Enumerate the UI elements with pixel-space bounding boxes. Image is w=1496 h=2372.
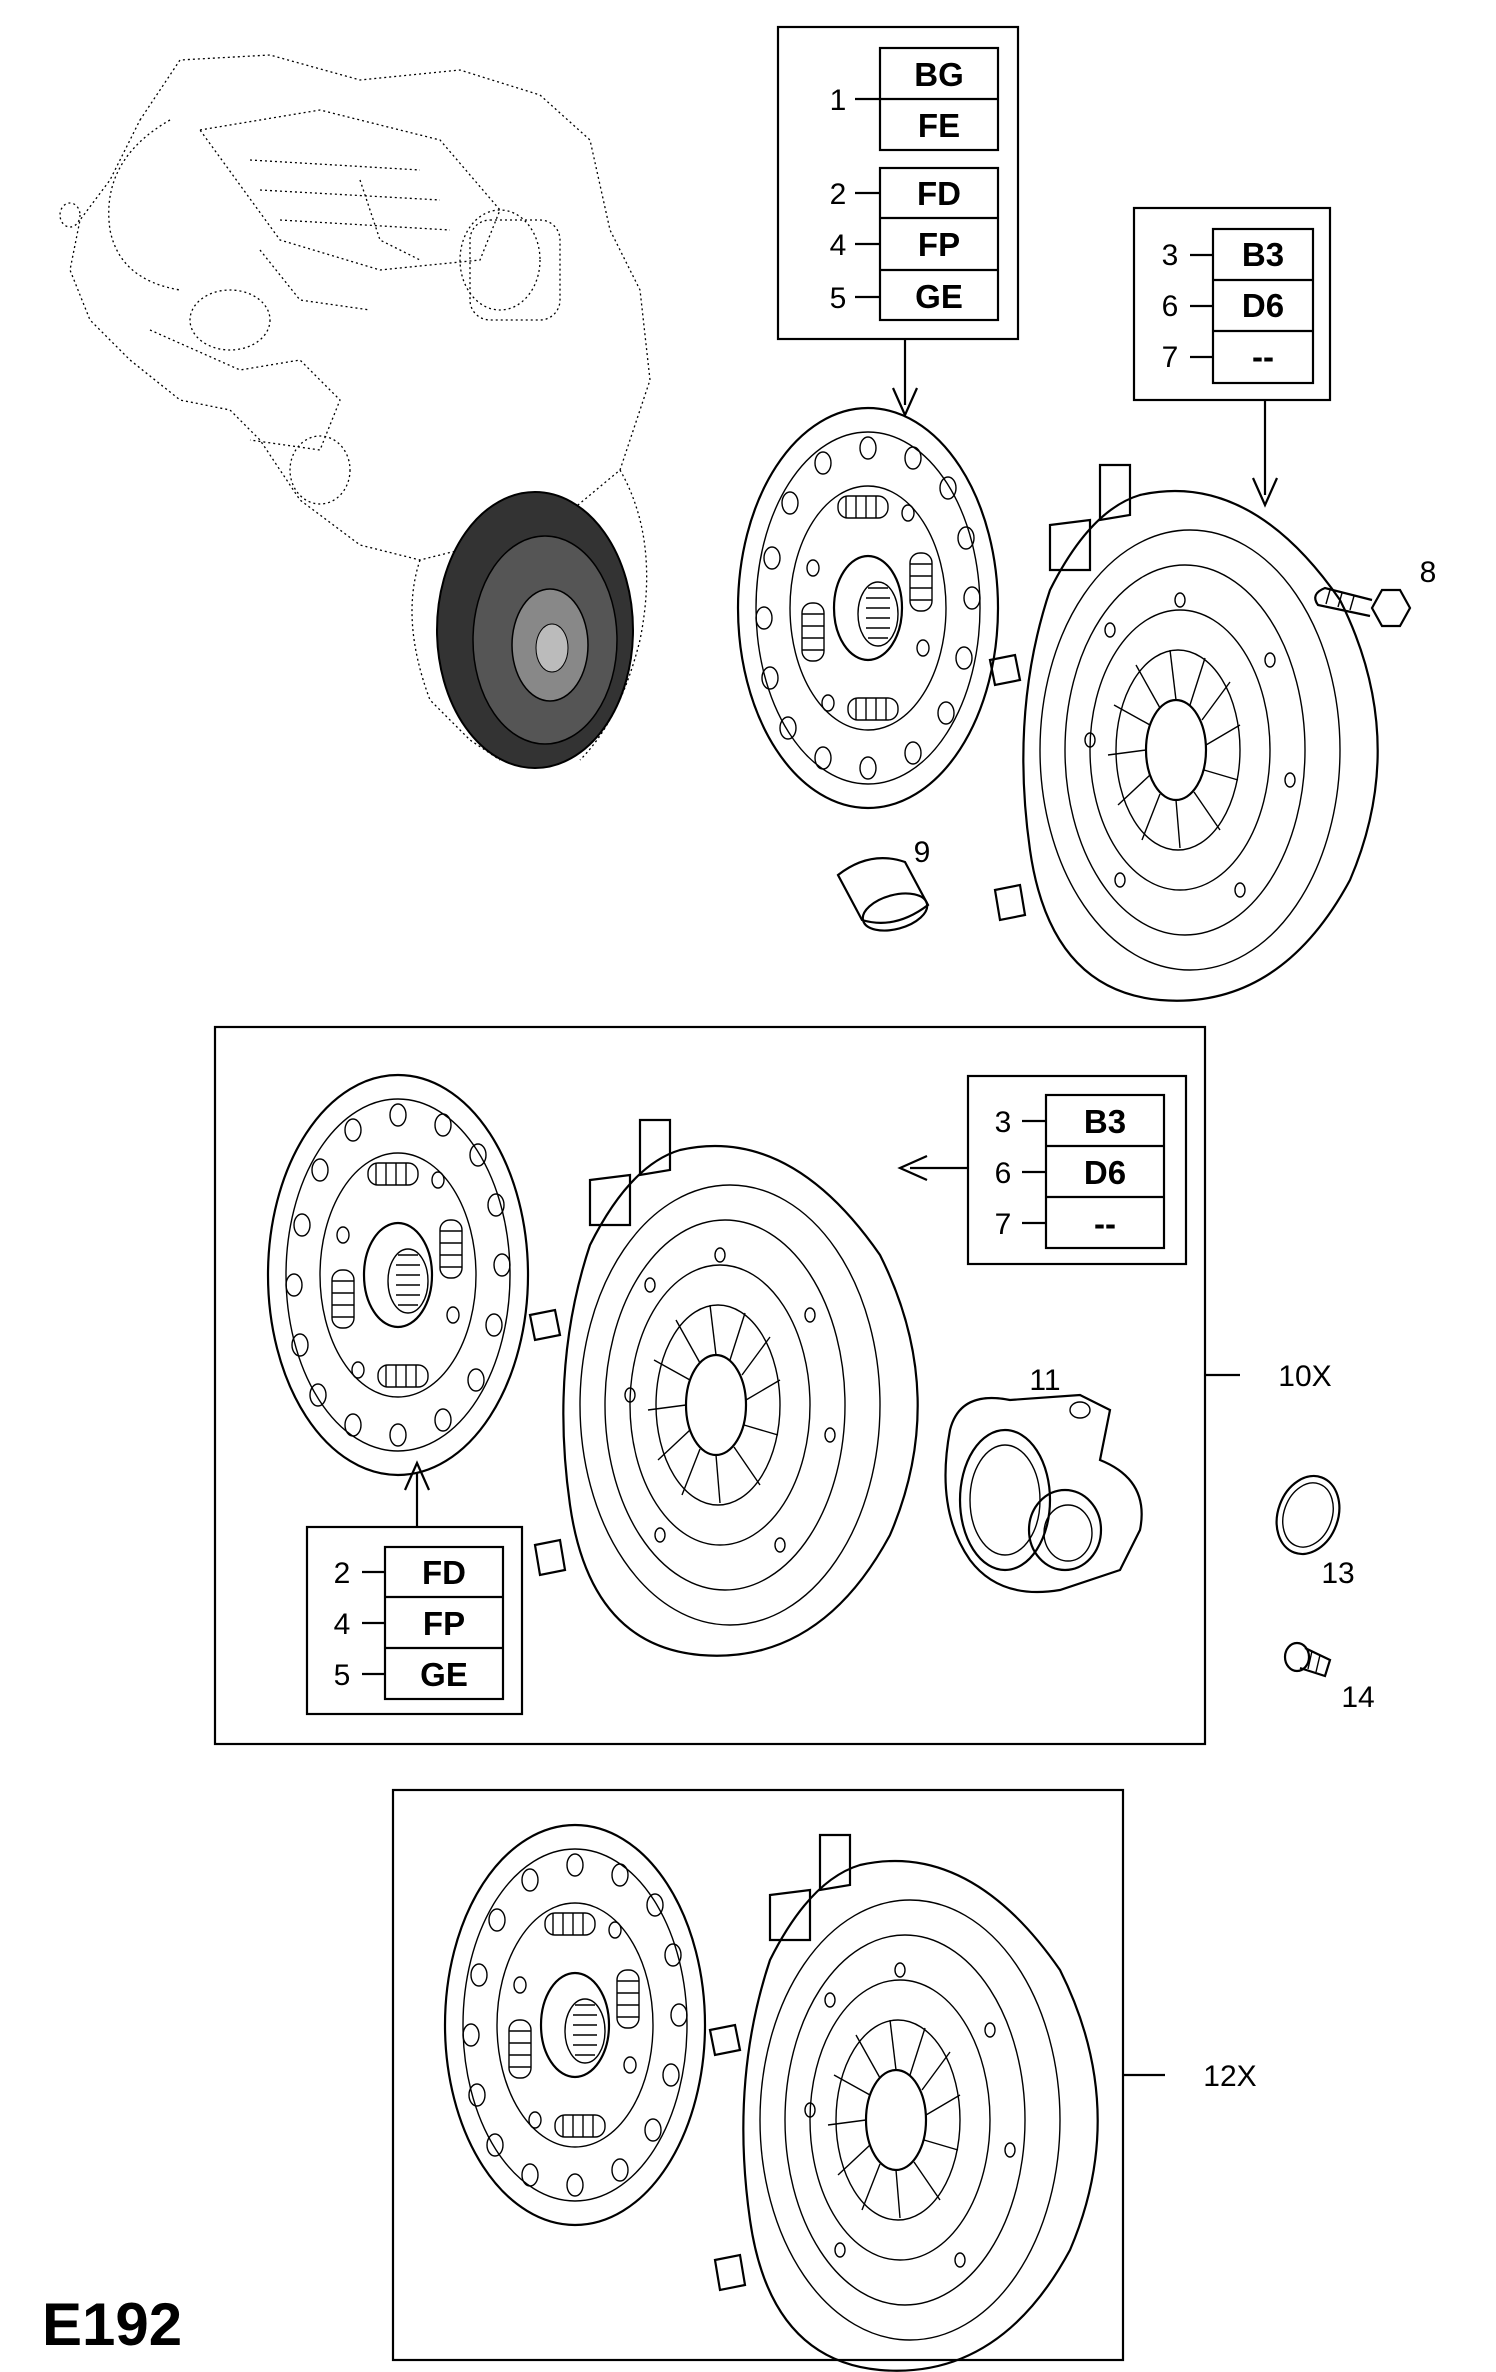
box-a-num-1: 1: [830, 84, 847, 117]
clutch-disc-bottom: [443, 1823, 707, 2227]
box-a-num-4: 4: [830, 229, 847, 262]
box-d-num-5: 5: [334, 1659, 351, 1692]
kit-10x-frame: 10X: [213, 1025, 1332, 1746]
box-b-code-2: D6: [1242, 287, 1284, 324]
box-b-code-1: B3: [1242, 236, 1284, 273]
box-b-code-3: --: [1252, 338, 1274, 375]
box-c-code-1: B3: [1084, 1103, 1126, 1140]
box-a-code-1: BG: [914, 56, 964, 93]
box-a-num-5: 5: [830, 282, 847, 315]
box-a-num-2: 2: [830, 178, 847, 211]
pressure-plate-mid: [528, 1118, 919, 1657]
label-11: 11: [1029, 1364, 1060, 1397]
bolt-8: 8: [1314, 556, 1437, 628]
code-box-c: 3 B3 6 D6 7 --: [897, 1074, 1188, 1266]
o-ring-13: 13: [1275, 1474, 1355, 1590]
engine-illustration: [59, 54, 651, 769]
diagram-code: E192: [42, 2291, 182, 2358]
box-b-num-3: 3: [1162, 239, 1179, 272]
label-13: 13: [1321, 1557, 1354, 1590]
box-a-code-2: FE: [918, 107, 960, 144]
label-14: 14: [1341, 1681, 1374, 1714]
code-box-b: 3 B3 6 D6 7 --: [1132, 206, 1332, 508]
clutch-disc-mid: [266, 1073, 530, 1477]
label-10x: 10X: [1278, 1360, 1331, 1393]
pressure-plate-bottom: [708, 1833, 1099, 2372]
release-bearing-11: 11: [944, 1364, 1143, 1594]
box-d-code-3: GE: [420, 1656, 468, 1693]
pressure-plate-top: [988, 463, 1379, 1002]
code-box-d: 2 FD 4 FP 5 GE: [305, 1460, 524, 1716]
clutch-disc-top: [736, 406, 1000, 810]
label-8: 8: [1420, 556, 1437, 589]
box-a-code-4: FP: [918, 226, 960, 263]
box-b-num-7: 7: [1162, 341, 1179, 374]
label-12x: 12X: [1203, 2060, 1256, 2093]
label-9: 9: [914, 836, 931, 869]
box-a-code-3: FD: [917, 175, 961, 212]
box-c-num-6: 6: [995, 1157, 1012, 1190]
flywheel: [436, 491, 634, 769]
box-d-num-2: 2: [334, 1557, 351, 1590]
kit-12x-frame: 12X: [391, 1788, 1257, 2362]
box-c-num-7: 7: [995, 1208, 1012, 1241]
box-c-code-3: --: [1094, 1205, 1116, 1242]
box-c-code-2: D6: [1084, 1154, 1126, 1191]
bushing-9: 9: [836, 836, 931, 932]
box-d-num-4: 4: [334, 1608, 351, 1641]
box-c-num-3: 3: [995, 1106, 1012, 1139]
box-d-code-2: FP: [423, 1605, 465, 1642]
screw-14: 14: [1283, 1641, 1375, 1714]
box-d-code-1: FD: [422, 1554, 466, 1591]
box-b-num-6: 6: [1162, 290, 1179, 323]
code-box-a: 1 BG FE 2 FD 4 FP 5 GE: [776, 25, 1020, 418]
box-a-code-5: GE: [915, 278, 963, 315]
